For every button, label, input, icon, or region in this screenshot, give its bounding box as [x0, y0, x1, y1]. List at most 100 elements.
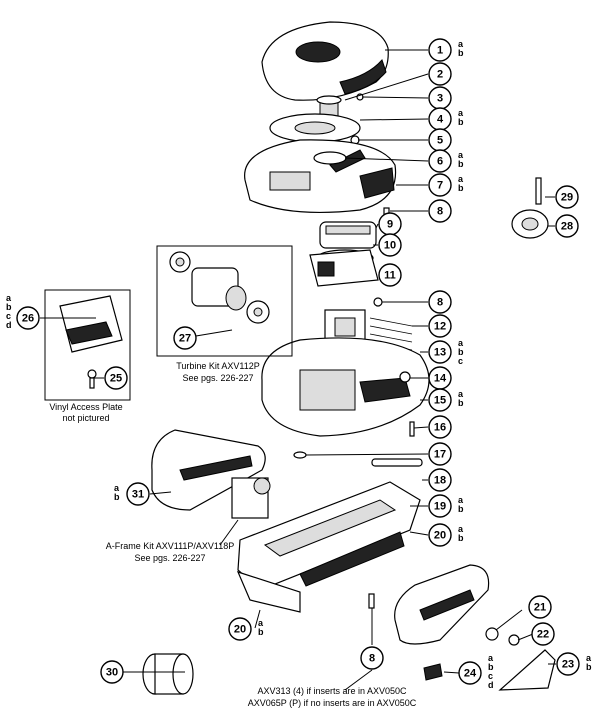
- callout-number: 31: [132, 489, 144, 501]
- part-4-gear: [269, 113, 361, 143]
- callout-circle: [428, 388, 452, 412]
- callout-circle: [531, 622, 555, 646]
- callout-5: 5: [428, 128, 452, 152]
- callout-circle: [428, 494, 452, 518]
- callout-number: 12: [434, 321, 446, 333]
- callout-7: 7ab: [428, 173, 464, 197]
- callout-circle: [228, 617, 252, 641]
- part-13-15-lower-body: [261, 337, 430, 437]
- callout-number: 22: [537, 629, 549, 641]
- callout-number: 13: [434, 347, 446, 359]
- part-14-pin: [399, 371, 411, 383]
- variant-letter: a: [458, 338, 464, 348]
- a-frame-kit-caption: A-Frame Kit AXV111P/AXV118P: [106, 541, 235, 551]
- callout-number: 8: [437, 206, 443, 218]
- callout-9: 9: [378, 212, 402, 236]
- variant-letter: b: [458, 347, 464, 357]
- captions: Turbine Kit AXV112P See pgs. 226-227 Vin…: [49, 361, 416, 708]
- turbine-kit-caption: Turbine Kit AXV112P: [176, 361, 260, 371]
- callout-circle: [100, 660, 124, 684]
- callout-circle: [555, 214, 579, 238]
- callout-circle: [428, 199, 452, 223]
- callout-circle: [555, 185, 579, 209]
- callout-13: 13 abc: [428, 338, 464, 366]
- variant-letter: a: [458, 174, 464, 184]
- part-19-20-frame: [237, 481, 421, 591]
- callout-number: 8: [369, 653, 375, 665]
- variant-letter: c: [6, 311, 11, 321]
- callout-circle: [428, 415, 452, 439]
- callout-18: 18: [428, 468, 452, 492]
- callout-circle: [428, 340, 452, 364]
- callout-number: 4: [437, 114, 444, 126]
- callout-circle: [378, 233, 402, 257]
- callout-circle: [528, 595, 552, 619]
- callout-circle: [428, 314, 452, 338]
- axv065-note: AXV065P (P) if no inserts are in AXV050C: [248, 698, 417, 708]
- variant-letter: a: [458, 389, 464, 399]
- callout-circle: [428, 523, 452, 547]
- callout-circle: [428, 149, 452, 173]
- variant-letter: a: [458, 39, 464, 49]
- callout-number: 30: [106, 667, 118, 679]
- callout-27: 27: [173, 326, 197, 350]
- callout-14: 14: [428, 366, 452, 390]
- part-1-top-cover: [261, 21, 389, 101]
- part-29-pin: [535, 177, 542, 205]
- callout-number: 20: [234, 624, 246, 636]
- callout-4: 4ab: [428, 107, 464, 131]
- callout-circle: [428, 173, 452, 197]
- turbine-kit-box: [156, 245, 293, 357]
- axv313-note: AXV313 (4) if inserts are in AXV050C: [257, 686, 407, 696]
- vinyl-access-note: not pictured: [62, 413, 109, 423]
- a-frame-part: [231, 477, 271, 519]
- callout-layer: 1ab234ab56ab7ab89101181213abc1415ab16171…: [6, 38, 592, 690]
- callout-number: 15: [434, 395, 446, 407]
- variant-letter: c: [458, 356, 463, 366]
- callout-12: 12: [428, 314, 452, 338]
- variant-letter: b: [458, 398, 464, 408]
- part-24-side-cover-right: [394, 564, 490, 645]
- part-30-hose-adapter: [142, 653, 194, 695]
- a-frame-kit-pages: See pgs. 226-227: [134, 553, 205, 563]
- callout-number: 20: [434, 530, 446, 542]
- callout-number: 19: [434, 501, 446, 513]
- callout-number: 10: [384, 240, 396, 252]
- callout-number: 9: [387, 219, 393, 231]
- callout-10: 10: [378, 233, 402, 257]
- callout-number: 18: [434, 475, 446, 487]
- callout-number: 16: [434, 422, 446, 434]
- variant-letter: b: [458, 159, 464, 169]
- variant-letter: b: [6, 302, 12, 312]
- callout-8b: 8: [428, 290, 452, 314]
- part-7-upper-housing: [244, 139, 397, 214]
- variant-letter: c: [488, 671, 493, 681]
- callout-16: 16: [428, 415, 452, 439]
- callout-21: 21: [528, 595, 552, 619]
- variant-letter: a: [258, 618, 264, 628]
- part-8-screw-mid: [373, 297, 383, 307]
- callout-2: 2: [428, 62, 452, 86]
- callout-circle: [458, 661, 482, 685]
- callout-circle: [126, 482, 150, 506]
- variant-letter: b: [488, 662, 494, 672]
- callout-number: 24: [464, 668, 477, 680]
- callout-number: 29: [561, 192, 573, 204]
- callout-8c: 8: [360, 646, 384, 670]
- callout-25: 25: [104, 366, 128, 390]
- callout-number: 23: [562, 659, 574, 671]
- part-23-cap: [498, 649, 556, 691]
- part-17-washer: [293, 451, 307, 459]
- variant-letter: b: [586, 662, 592, 672]
- variant-letter: a: [458, 150, 464, 160]
- callout-11: 11: [378, 263, 402, 287]
- callout-circle: [428, 290, 452, 314]
- callout-number: 27: [179, 333, 191, 345]
- callout-number: 2: [437, 69, 443, 81]
- turbine-kit-pages: See pgs. 226-227: [182, 373, 253, 383]
